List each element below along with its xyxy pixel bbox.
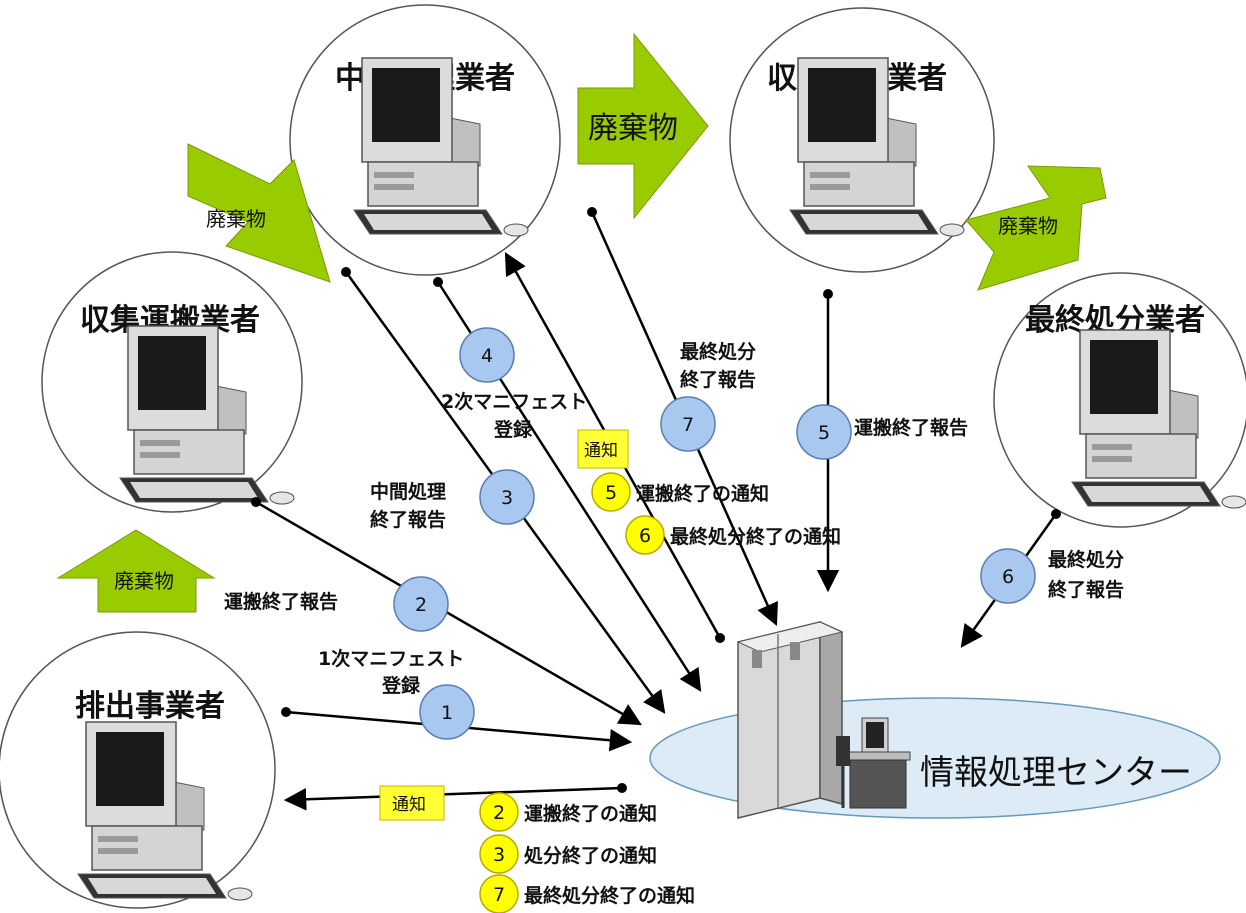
- svg-text:1: 1: [441, 702, 453, 724]
- svg-text:5: 5: [818, 422, 830, 444]
- notice-badge-6: 6: [625, 515, 665, 555]
- message-7-line2: 終了報告: [680, 368, 756, 391]
- svg-text:7: 7: [493, 884, 505, 906]
- step-badge-1: 1: [419, 684, 475, 740]
- message-1-line2: 登録: [381, 674, 421, 697]
- notice-box-label: 通知: [392, 795, 426, 815]
- notice-text-2: 運搬終了の通知: [524, 802, 657, 825]
- svg-text:2: 2: [415, 594, 427, 616]
- notice-text-7: 最終処分終了の通知: [524, 884, 695, 907]
- svg-text:6: 6: [639, 525, 651, 547]
- waste-arrow-label: 廃棄物: [114, 569, 174, 593]
- notice-badge-7: 7: [479, 874, 519, 913]
- notice-badge-5: 5: [591, 472, 631, 512]
- waste-arrow-diagonal-down: [965, 165, 1107, 291]
- notice-box: [379, 785, 445, 821]
- message-7-line1: 最終処分: [680, 340, 756, 363]
- notice-box-label: 通知: [584, 441, 618, 461]
- step-badge-3: 3: [479, 469, 535, 525]
- step-badge-7: 7: [660, 396, 716, 452]
- svg-text:3: 3: [501, 487, 513, 509]
- message-4-line2: 登録: [493, 418, 533, 441]
- waste-arrow-diagonal-up: [187, 143, 331, 283]
- waste-arrow-label: 廃棄物: [588, 111, 678, 146]
- svg-text:2: 2: [493, 802, 505, 824]
- step-badge-6: 6: [980, 548, 1036, 604]
- message-1-line1: 1次マニフェスト: [318, 647, 464, 670]
- message-3-line1: 中間処理: [370, 480, 446, 503]
- message-3-line2: 終了報告: [370, 508, 446, 531]
- svg-text:5: 5: [605, 482, 617, 504]
- server-cabinet-icon: [736, 620, 844, 819]
- waste-arrow-up: [56, 529, 216, 613]
- message-6-line1: 最終処分: [1048, 548, 1124, 571]
- flow-line-notice-discharger: [283, 786, 623, 811]
- step-badge-5: 5: [796, 404, 852, 460]
- step-badge-4: 4: [459, 327, 515, 383]
- svg-text:4: 4: [481, 345, 493, 367]
- discharger-title: 排出事業者: [75, 689, 225, 724]
- message-6-line2: 終了報告: [1048, 578, 1124, 601]
- notice-text-3: 処分終了の通知: [524, 844, 657, 867]
- notice-badge-3: 3: [479, 834, 519, 874]
- message-5-label: 運搬終了報告: [854, 416, 968, 439]
- step-badge-2: 2: [393, 576, 449, 632]
- notice-text-6: 最終処分終了の通知: [670, 525, 841, 548]
- waste-arrow-right: [577, 32, 709, 220]
- svg-text:6: 6: [1002, 566, 1014, 588]
- notice-text-5: 運搬終了の通知: [636, 482, 769, 505]
- message-2-label: 運搬終了報告: [224, 590, 338, 613]
- flow-line-2: [255, 500, 642, 726]
- operator-desk-icon: [836, 717, 911, 809]
- center-title: 情報処理センター: [920, 753, 1192, 793]
- notice-box: [577, 429, 629, 469]
- message-4-line1: 2次マニフェスト: [441, 390, 587, 413]
- svg-text:7: 7: [682, 414, 694, 436]
- waste-arrow-label: 廃棄物: [998, 214, 1058, 238]
- notice-badge-2: 2: [479, 792, 519, 832]
- waste-arrow-label: 廃棄物: [206, 207, 266, 231]
- svg-text:3: 3: [493, 844, 505, 866]
